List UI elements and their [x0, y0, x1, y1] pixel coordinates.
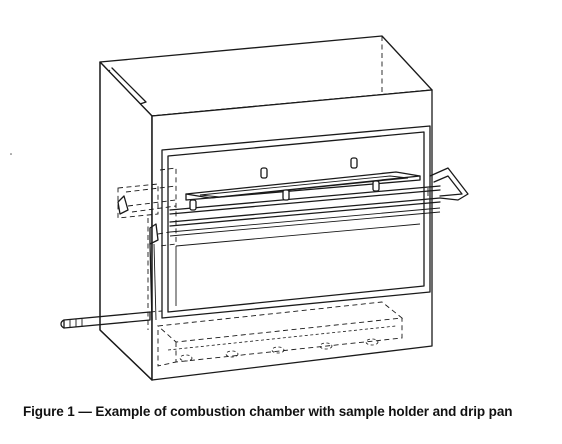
left-hinge-assembly [117, 167, 177, 330]
sample-holder [157, 157, 441, 237]
holder-pins [189, 157, 380, 211]
right-handle [429, 167, 469, 201]
chamber-box [99, 35, 433, 381]
window-frame [161, 125, 431, 319]
figure-caption: Figure 1 — Example of combustion chamber… [23, 404, 513, 419]
gas-inlet-tube [60, 310, 163, 329]
drip-pan-feet [179, 338, 379, 362]
drip-pan [156, 301, 404, 367]
